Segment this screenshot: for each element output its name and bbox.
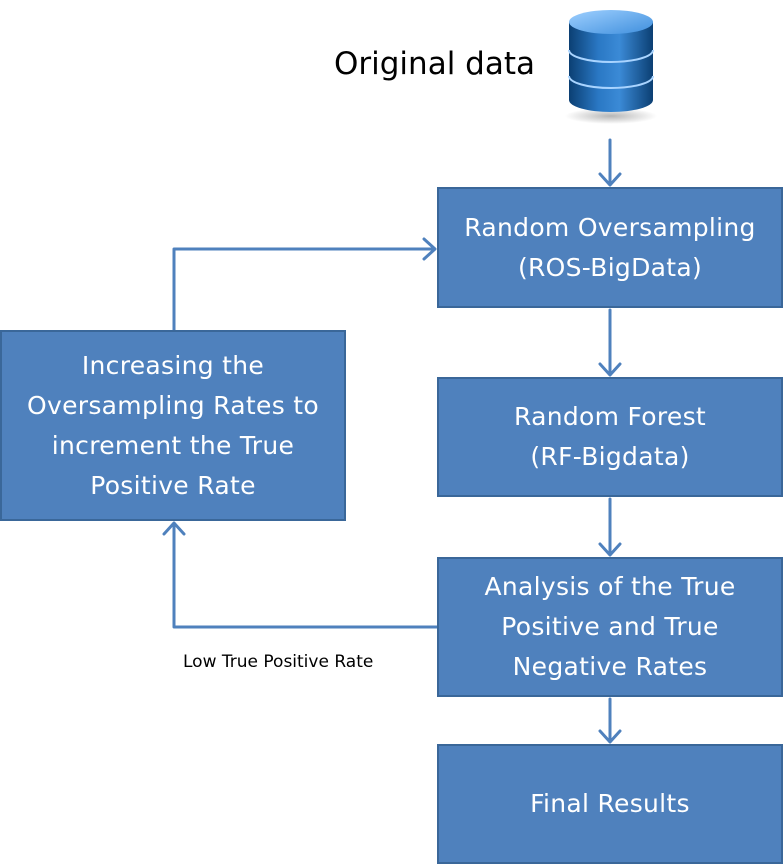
node-text-line: Final Results: [530, 789, 690, 818]
arrow-increase-to-ros: [172, 237, 437, 332]
node-text-line: Increasing the: [81, 350, 265, 380]
node-text-line: increment the True: [51, 430, 295, 460]
node-text-line: Negative Rates: [512, 652, 708, 681]
node-text-line: Random Forest: [513, 402, 707, 431]
source-label: Original data: [334, 46, 535, 82]
feedback-edge-label: Low True Positive Rate: [183, 652, 374, 672]
arrow-analysis-to-final: [598, 697, 622, 744]
node-text-line: (RF-Bigdata): [530, 442, 690, 471]
arrow-source-to-ros: [598, 138, 622, 187]
node-random-forest: Random Forest (RF-Bigdata): [437, 377, 783, 497]
node-text-line: Random Oversampling: [464, 212, 756, 242]
node-text-line: Analysis of the True: [484, 572, 736, 601]
arrow-rf-to-analysis: [598, 497, 622, 557]
arrow-ros-to-rf: [598, 308, 622, 377]
node-random-oversampling: Random Oversampling (ROS-BigData): [437, 187, 783, 308]
node-text-line: Positive Rate: [90, 470, 256, 500]
arrow-analysis-to-increase: [162, 521, 439, 629]
node-increase-oversampling: Increasing the Oversampling Rates to inc…: [0, 330, 346, 521]
node-analysis: Analysis of the True Positive and True N…: [437, 557, 783, 697]
node-final-results: Final Results: [437, 744, 783, 864]
node-text-line: Oversampling Rates to: [27, 390, 319, 420]
node-text-line: (ROS-BigData): [517, 252, 703, 282]
database-icon: [565, 10, 657, 124]
node-text-line: Positive and True: [501, 612, 719, 641]
